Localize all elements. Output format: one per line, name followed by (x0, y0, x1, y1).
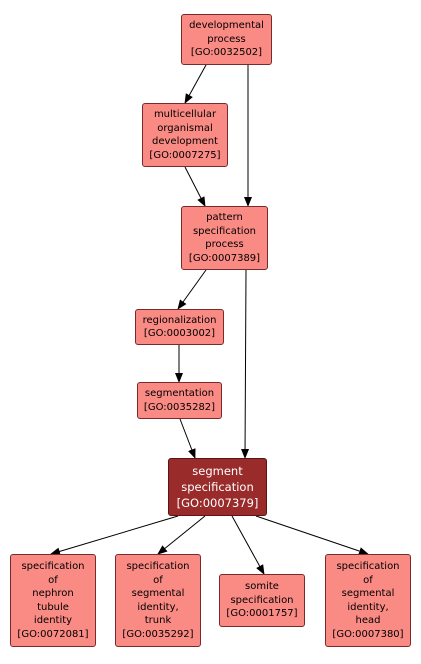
go-term-id: [GO:0007275] (149, 149, 221, 161)
go-term-id: [GO:0003002] (143, 328, 216, 339)
go-term-label-line: specification (336, 561, 400, 572)
edge-segment-specification-to-somite-specification (231, 515, 265, 575)
go-term-id: [GO:0035282] (143, 401, 216, 413)
go-term-label-line: specification (192, 225, 257, 237)
go-term-specification-of-nephron-tubule-identity[interactable]: specification of nephron tubule identity [GO:… (10, 554, 96, 647)
go-term-segmentation[interactable]: segmentation [GO:0035282] (137, 382, 222, 419)
edge-multicellular-organismal-development-to-pattern-specification-process (184, 166, 206, 207)
edge-segment-specification-to-specification-of-nephron-tubule-identity (50, 515, 179, 556)
edge-segmentation-to-segment-specification (179, 418, 196, 459)
go-term-label-line: of (153, 574, 163, 586)
go-term-label-line: segment (192, 464, 243, 478)
go-term-label-line: specification (230, 594, 294, 606)
go-term-multicellular-organismal-development[interactable]: multicellular organismal development [GO:00… (142, 103, 228, 167)
go-term-label-line: specification (21, 561, 85, 572)
go-term-label-line: identity (33, 615, 73, 626)
go-term-label-line: development (152, 136, 218, 147)
go-term-label-line: developmental (189, 20, 264, 32)
go-term-label-line: identity, (137, 601, 179, 613)
go-term-label-line: segmental (341, 588, 395, 599)
go-term-label-line: pattern (206, 212, 243, 223)
go-term-label-line: of (363, 574, 373, 586)
go-term-label-line: organismal (157, 122, 213, 134)
go-term-label-line: tubule (37, 601, 69, 613)
go-term-label-line: trunk (144, 615, 172, 626)
edge-pattern-specification-process-to-regionalization (177, 269, 207, 310)
edge-developmental-process-to-multicellular-organismal-development (184, 64, 207, 104)
edge-pattern-specification-process-to-segment-specification (241, 269, 250, 459)
go-term-label-line: specification (181, 480, 254, 494)
go-term-regionalization[interactable]: regionalization [GO:0003002] (135, 309, 224, 345)
go-term-id: [GO:0007389] (188, 252, 261, 264)
go-term-label-line: regionalization (142, 314, 217, 326)
go-term-id: [GO:0007380] (332, 628, 404, 640)
go-term-id: [GO:0072081] (17, 628, 89, 640)
go-term-pattern-specification-process[interactable]: pattern specification process [GO:0007389] (181, 206, 268, 270)
go-term-segment-specification[interactable]: segment specification [GO:0007379] (168, 458, 267, 516)
go-term-label-line: process (205, 239, 244, 250)
go-term-specification-of-segmental-identity-trunk[interactable]: specification of segmental identity, trunk [G… (115, 554, 201, 647)
go-term-label-line: identity, (347, 601, 389, 613)
edge-segment-specification-to-specification-of-segmental-identity-head (255, 515, 369, 555)
go-term-id: [GO:0001757] (226, 608, 298, 620)
go-term-label-line: process (207, 33, 246, 45)
go-term-label-line: multicellular (153, 109, 217, 120)
go-term-label-line: somite (245, 581, 279, 593)
go-term-label-line: head (355, 615, 381, 626)
go-term-specification-of-segmental-identity-head[interactable]: specification of segmental identity, head [GO… (325, 554, 411, 647)
go-term-id: [GO:0007379] (176, 496, 259, 510)
go-term-label-line: specification (126, 561, 190, 572)
go-term-label-line: segmentation (144, 388, 215, 399)
edge-segment-specification-to-specification-of-segmental-identity-trunk (157, 515, 206, 555)
go-term-label-line: of (48, 574, 58, 586)
go-term-label-line: segmental (131, 588, 185, 599)
go-term-id: [GO:0032502] (190, 47, 263, 59)
go-term-label-line: nephron (32, 588, 74, 599)
go-term-id: [GO:0035292] (122, 628, 194, 640)
